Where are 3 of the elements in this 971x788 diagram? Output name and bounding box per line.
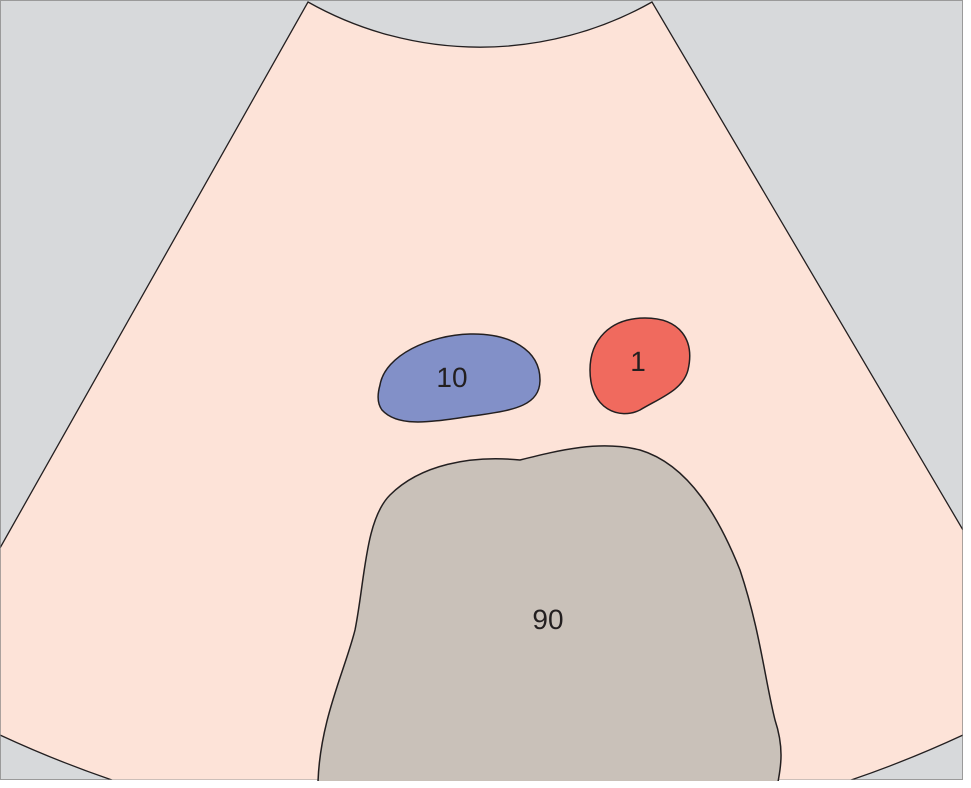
region-value: 90: [532, 606, 564, 634]
region-value: 10: [436, 364, 468, 392]
region-value: 1: [630, 348, 646, 376]
